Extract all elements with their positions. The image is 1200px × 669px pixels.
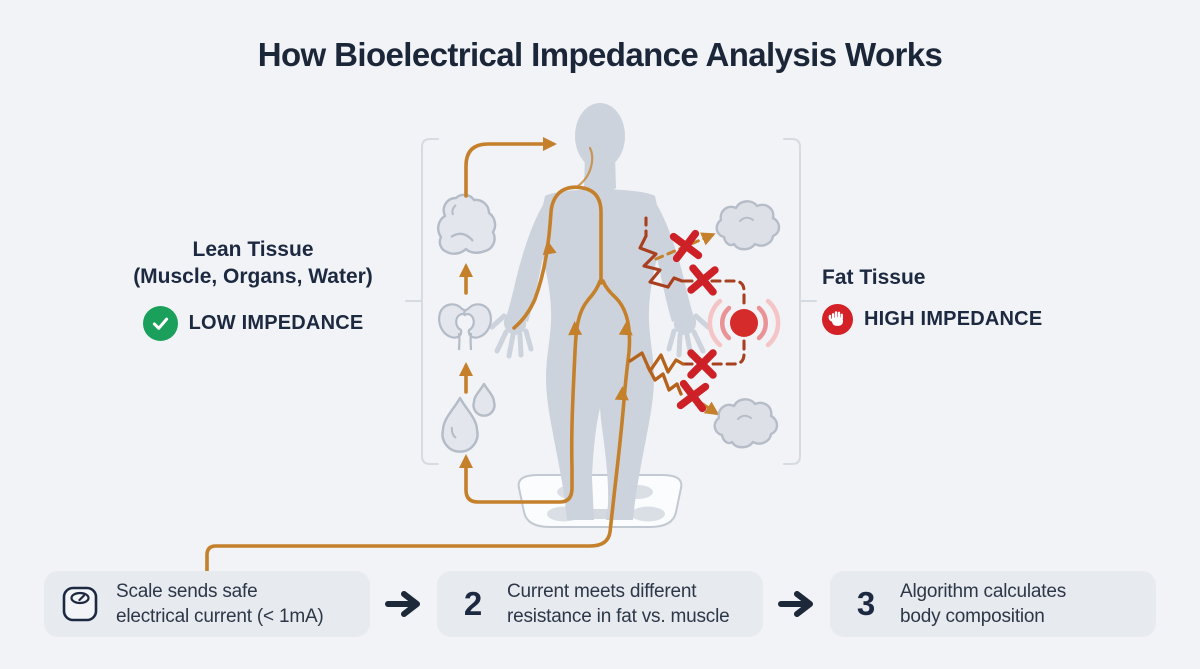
resistance-cluster <box>628 200 781 449</box>
smart-scale <box>517 474 683 528</box>
bathroom-scale-icon <box>60 584 100 624</box>
lean-tissue-subtitle: (Muscle, Organs, Water) <box>133 265 373 288</box>
current-path-left-leg-to-organs <box>459 279 602 504</box>
check-icon <box>142 306 178 341</box>
step-3-line2: body composition <box>900 606 1045 627</box>
fat-cloud-icon <box>715 200 781 251</box>
step-2-text: Current meets different resistance in fa… <box>507 579 730 629</box>
water-drops-icon <box>441 382 496 453</box>
left-bracket <box>405 138 439 465</box>
current-path <box>205 137 632 573</box>
page-title: How Bioelectrical Impedance Analysis Wor… <box>257 36 943 73</box>
kidneys-icon <box>438 303 492 351</box>
low-impedance-text: LOW IMPEDANCE <box>188 312 364 334</box>
resistance-zigzag-lower <box>628 351 685 374</box>
flow-arrow-icon <box>370 590 437 618</box>
step-1-text: Scale sends safe electrical current (< 1… <box>116 579 324 629</box>
left-hand <box>489 311 534 359</box>
flow-arrow-icon <box>763 590 830 618</box>
step-2-number: 2 <box>463 585 483 622</box>
right-bracket <box>783 138 817 465</box>
current-path-scale-to-right-leg <box>205 279 632 573</box>
current-path-torso <box>512 185 603 330</box>
blocked-x-icon <box>687 349 717 379</box>
impedance-pulse-icon <box>707 298 781 348</box>
stop-hand-icon <box>822 304 853 335</box>
process-steps: Scale sends safe electrical current (< 1… <box>44 571 1156 637</box>
resistance-zigzag-upper <box>638 234 670 289</box>
blocked-path-to-pulse <box>682 279 746 307</box>
blocked-x-icons <box>669 229 719 413</box>
current-path-muscle-to-head <box>464 137 557 198</box>
muscle-icon <box>437 193 497 255</box>
step-1-line2: electrical current (< 1mA) <box>116 606 324 627</box>
body-silhouette <box>489 103 711 520</box>
blocked-x-icon <box>676 379 710 413</box>
high-impedance-badge: HIGH IMPEDANCE <box>822 304 1042 335</box>
step-2-line2: resistance in fat vs. muscle <box>507 606 730 627</box>
step-3-number: 3 <box>856 585 876 622</box>
blocked-x-icon <box>669 229 703 263</box>
current-direction-arrowheads <box>542 240 633 401</box>
step-1-line1: Scale sends safe <box>116 581 258 602</box>
fat-cloud-icon <box>713 398 779 449</box>
step-2-box: 2 Current meets different resistance in … <box>437 571 763 637</box>
resistance-zigzag-lower-2 <box>646 365 683 396</box>
fat-tissue-label: Fat Tissue HIGH IMPEDANCE <box>822 266 1042 335</box>
current-path-neck-trail <box>576 146 594 188</box>
high-impedance-text: HIGH IMPEDANCE <box>864 308 1043 330</box>
step-2-line1: Current meets different <box>507 581 697 602</box>
step-3-box: 3 Algorithm calculates body composition <box>830 571 1156 637</box>
lean-tissue-label: Lean Tissue (Muscle, Organs, Water) LOW … <box>98 236 408 341</box>
step-3-line1: Algorithm calculates <box>900 581 1067 602</box>
step-3-text: Algorithm calculates body composition <box>900 579 1066 629</box>
step-1-box: Scale sends safe electrical current (< 1… <box>44 571 370 637</box>
low-impedance-badge: LOW IMPEDANCE <box>98 306 408 341</box>
blocked-x-icon <box>687 264 719 296</box>
fat-tissue-title: Fat Tissue <box>822 266 926 289</box>
lean-tissue-title: Lean Tissue <box>192 238 314 261</box>
